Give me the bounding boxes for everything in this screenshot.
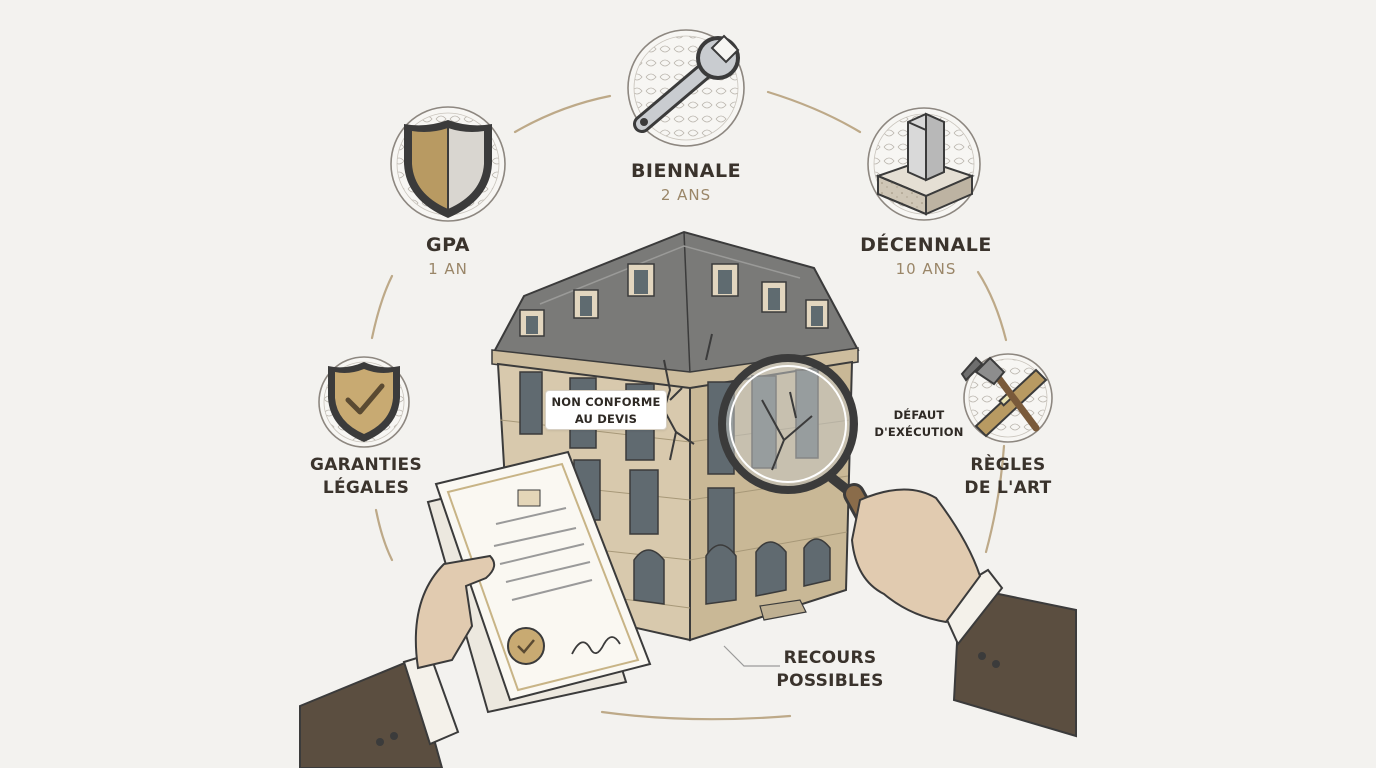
decennale-label: DÉCENNALE 10 ANS [846, 234, 1006, 279]
regles-de-l-art-label: RÈGLES DE L'ART [946, 454, 1070, 500]
non-conforme-callout: NON CONFORME AU DEVIS [545, 390, 667, 430]
non-conforme-line1: NON CONFORME [551, 395, 661, 409]
shield-check-medallion [318, 356, 410, 448]
biennale-title: BIENNALE [630, 160, 742, 182]
recours-line1: RECOURS [783, 648, 877, 668]
contract-documents [426, 450, 652, 714]
recours-possibles-label: RECOURS POSSIBLES [766, 647, 894, 693]
garanties-legales-label: GARANTIES LÉGALES [296, 454, 436, 500]
decennale-title: DÉCENNALE [860, 234, 992, 256]
wrench-medallion [627, 29, 745, 147]
biennale-label: BIENNALE 2 ANS [606, 160, 766, 205]
non-conforme-line2: AU DEVIS [574, 412, 638, 426]
tools-medallion [960, 353, 1053, 443]
defaut-execution-note: DÉFAUT D'EXÉCUTION [864, 407, 974, 441]
defaut-line1: DÉFAUT [893, 408, 945, 422]
biennale-duration: 2 ANS [660, 186, 712, 204]
right-hand-with-sleeve [850, 488, 1077, 738]
garanties-line2: LÉGALES [322, 478, 410, 498]
pillar-medallion [867, 107, 981, 221]
wrench-icon [633, 34, 740, 133]
pillar-foundation-icon [875, 112, 975, 216]
decennale-duration: 10 ANS [895, 260, 957, 278]
regles-line1: RÈGLES [970, 455, 1046, 475]
gpa-label: GPA 1 AN [398, 234, 498, 279]
gpa-duration: 1 AN [428, 260, 468, 278]
cycle-ring [370, 90, 1008, 721]
garanties-line1: GARANTIES [309, 455, 423, 475]
hammer-level-icon [960, 356, 1048, 438]
regles-line2: DE L'ART [964, 478, 1052, 498]
defaut-line2: D'EXÉCUTION [874, 425, 964, 439]
shield-icon [404, 120, 492, 218]
shield-medallion [390, 106, 506, 222]
leader-lines [723, 645, 780, 667]
recours-line2: POSSIBLES [776, 671, 884, 691]
left-hand-with-sleeve [299, 554, 496, 768]
shield-check-icon [328, 362, 400, 442]
gpa-title: GPA [426, 234, 470, 256]
